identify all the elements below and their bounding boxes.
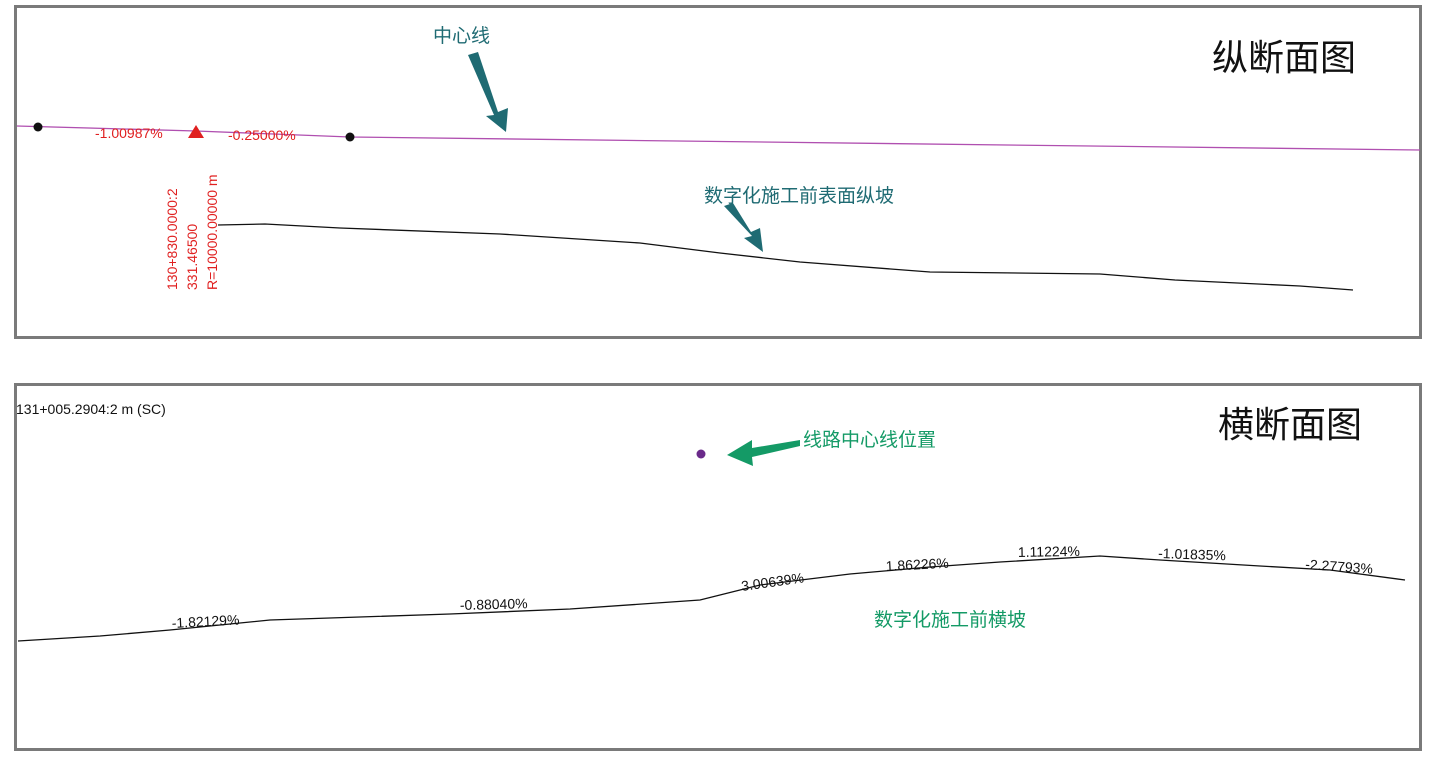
longitudinal-profile-panel	[14, 5, 1422, 339]
pvi-elevation-group: 331.46500	[184, 224, 200, 290]
cross-slope-label-1: -1.82129%	[171, 611, 239, 631]
pvi-marker-triangle[interactable]	[188, 125, 204, 138]
pvi-station-group: 130+830.0000:2	[164, 188, 180, 290]
centerline-position-arrow-icon	[727, 440, 800, 466]
curve-radius-group: R=10000.00000 m	[204, 174, 220, 290]
centerline-grade-line	[16, 125, 1421, 151]
cross-ground-annotation: 数字化施工前横坡	[874, 609, 1026, 631]
centerline-arrow-icon	[468, 52, 508, 132]
cross-slope-label-3: 3.00639%	[740, 569, 805, 594]
cross-slope-label-7: -2.27793%	[1305, 556, 1374, 577]
cross-section-panel	[14, 383, 1422, 751]
centerline-position-point[interactable]	[696, 449, 706, 459]
longitudinal-title: 纵断面图	[1212, 38, 1356, 79]
centerline-annotation: 中心线	[433, 25, 490, 47]
grade-vertex-end[interactable]	[345, 132, 355, 142]
grade-right-label: -0.25000%	[228, 127, 296, 143]
cross-section-title: 横断面图	[1218, 405, 1362, 446]
cross-slope-label-4: 1.86226%	[885, 555, 949, 574]
curve-radius-label: R=10000.00000 m	[204, 174, 220, 290]
cross-slope-label-6: -1.01835%	[1158, 545, 1226, 563]
grade-vertex-start[interactable]	[33, 122, 43, 132]
cross-slope-label-2: -0.88040%	[460, 595, 528, 613]
centerline-position-annotation: 线路中心线位置	[803, 429, 936, 451]
ground-profile-annotation: 数字化施工前表面纵坡	[704, 185, 894, 207]
pvi-elevation-label: 331.46500	[184, 224, 200, 290]
ground-profile-line	[217, 223, 1354, 291]
grade-left-label: -1.00987%	[95, 125, 163, 141]
cross-ground-line	[17, 555, 1406, 642]
ground-arrow-icon	[724, 203, 763, 252]
cross-station-label: 131+005.2904:2 m (SC)	[16, 401, 166, 417]
cross-slope-label-5: 1.11224%	[1018, 543, 1080, 560]
pvi-station-label: 130+830.0000:2	[164, 188, 180, 290]
